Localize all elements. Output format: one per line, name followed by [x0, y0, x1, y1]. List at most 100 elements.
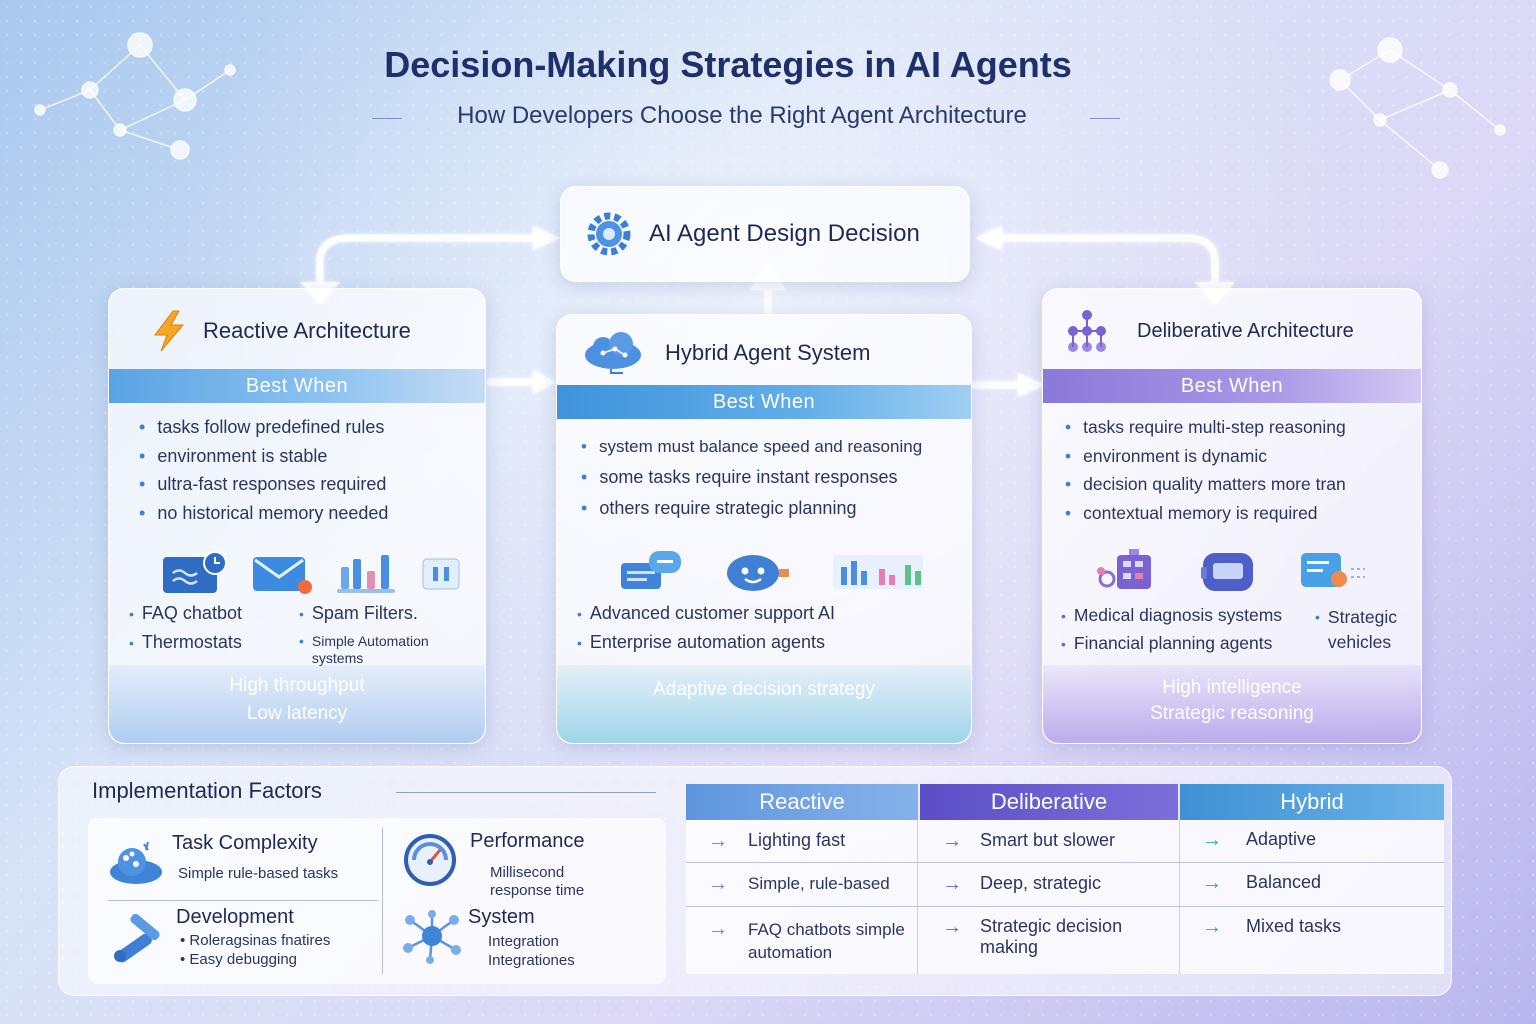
reactive-footer-2: Low latency	[246, 703, 348, 724]
arrow-icon: →	[942, 873, 962, 895]
deliberative-icons	[1093, 549, 1369, 593]
arrow-icon: →	[1202, 916, 1222, 938]
analytics-chart-icon	[833, 555, 923, 589]
comparison-table: Reactive Deliberative Hybrid → Lighting …	[686, 784, 1444, 974]
reactive-footer-1: High throughput	[229, 675, 365, 696]
reactive-bullets: tasks follow predefined rules environmen…	[139, 413, 388, 527]
automation-icon	[422, 558, 460, 590]
row-divider	[686, 862, 1444, 863]
factor-performance-title: Performance	[470, 830, 585, 852]
reactive-footer-band	[109, 665, 485, 743]
deliberative-footer-2: Strategic reasoning	[1150, 703, 1314, 724]
hybrid-example-support: •Advanced customer support AI	[577, 603, 836, 623]
task-complexity-icon	[110, 841, 162, 884]
hybrid-example-enterprise: •Enterprise automation agents	[577, 632, 826, 652]
system-integration-icon	[403, 910, 461, 964]
connector-arrows	[300, 226, 1235, 397]
deliberative-bullets: tasks require multi-step reasoning envir…	[1065, 413, 1346, 527]
hybrid-footer-band	[557, 665, 971, 743]
deliberative-example-vehicles: •Strategic vehicles	[1315, 607, 1397, 652]
page-subtitle: How Developers Choose the Right Agent Ar…	[457, 102, 1027, 129]
factor-system-text-2: Integrationes	[488, 952, 575, 969]
comparison-col-reactive	[686, 820, 918, 974]
hybrid-title: Hybrid Agent System	[665, 340, 871, 365]
deliberative-footer-band	[1043, 665, 1421, 743]
reactive-title: Reactive Architecture	[203, 318, 411, 343]
subtitle-rule-left	[372, 118, 402, 119]
reactive-best-when: Best When	[109, 369, 485, 403]
factor-development-title: Development	[176, 906, 294, 928]
arrow-icon: →	[1202, 829, 1222, 851]
list-item: system must balance speed and reasoning	[581, 431, 922, 462]
financial-chat-icon	[1301, 553, 1365, 587]
comparison-header-deliberative: Deliberative	[920, 784, 1178, 820]
factor-performance-text-2: response time	[490, 882, 585, 899]
arrow-icon: →	[708, 873, 728, 895]
development-tools-icon	[114, 913, 160, 963]
hybrid-best-when: Best When	[557, 385, 971, 419]
deliberative-example-financial: •Financial planning agents	[1061, 633, 1273, 653]
cell-reactive-use: FAQ chatbots simple automation	[748, 920, 905, 962]
cell-deliberative-speed: Smart but slower	[980, 830, 1116, 850]
support-chat-icon	[621, 551, 681, 589]
factor-divider	[382, 828, 383, 974]
factor-performance-text-1: Millisecond	[490, 864, 565, 881]
list-item: tasks follow predefined rules	[139, 413, 388, 442]
list-item: decision quality matters more tran	[1065, 470, 1346, 499]
vehicle-icon	[1201, 553, 1253, 591]
factor-development-text-1: • Roleragsinas fnatires	[180, 932, 331, 949]
reactive-card: Reactive Architecture Best When tasks fo…	[108, 288, 486, 744]
arrow-icon: →	[708, 830, 728, 852]
cell-reactive-style: Simple, rule-based	[748, 874, 890, 893]
chat-window-icon	[163, 551, 227, 593]
arrow-icon: →	[942, 830, 962, 852]
thermostat-icon	[337, 555, 395, 593]
implementation-factors: Task Complexity Simple rule-based tasks …	[88, 818, 666, 984]
list-item: ultra-fast responses required	[139, 470, 388, 499]
arrow-icon: →	[708, 918, 728, 940]
hierarchy-icon	[1068, 310, 1106, 352]
arrow-icon: →	[1202, 872, 1222, 894]
cell-hybrid-speed: Adaptive	[1246, 829, 1317, 849]
arrow-icon: →	[942, 916, 962, 938]
robot-face-icon	[727, 555, 789, 591]
deliberative-best-when: Best When	[1043, 369, 1421, 403]
cell-reactive-speed: Lighting fast	[748, 830, 846, 850]
decision-card: AI Agent Design Decision	[560, 186, 970, 282]
deliberative-card: Deliberative Architecture Best When task…	[1042, 288, 1422, 744]
list-item: tasks require multi-step reasoning	[1065, 413, 1346, 442]
cloud-network-icon	[585, 332, 641, 374]
subtitle-rule-right	[1090, 118, 1120, 119]
lightning-icon	[154, 310, 185, 352]
hybrid-bullets: system must balance speed and reasoning …	[581, 431, 922, 524]
list-item: others require strategic planning	[581, 493, 922, 524]
medical-icon	[1097, 549, 1151, 589]
list-item: some tasks require instant responses	[581, 462, 922, 493]
list-item: no historical memory needed	[139, 499, 388, 528]
factor-divider	[108, 900, 378, 901]
network-decoration-right	[1329, 37, 1506, 179]
network-decoration-left	[34, 32, 236, 160]
deliberative-title: Deliberative Architecture	[1137, 319, 1354, 342]
reactive-example-automation: •Simple Automation systems	[299, 633, 429, 666]
comparison-col-hybrid	[1180, 820, 1444, 974]
cell-hybrid-style: Balanced	[1246, 872, 1322, 892]
hybrid-footer: Adaptive decision strategy	[653, 679, 875, 700]
list-item: environment is dynamic	[1065, 442, 1346, 471]
hybrid-card: Hybrid Agent System Best When system mus…	[556, 314, 972, 744]
list-item: contextual memory is required	[1065, 499, 1346, 528]
implementation-rule	[396, 792, 656, 793]
reactive-example-spam: •Spam Filters.	[299, 603, 418, 623]
performance-gauge-icon	[404, 834, 456, 886]
implementation-title: Implementation Factors	[92, 778, 322, 803]
factor-development-text-2: • Easy debugging	[180, 951, 298, 968]
reactive-example-faq: •FAQ chatbot	[129, 603, 242, 623]
comparison-header-hybrid: Hybrid	[1180, 784, 1444, 820]
factor-system-title: System	[468, 906, 535, 928]
deliberative-example-medical: •Medical diagnosis systems	[1061, 605, 1283, 625]
hybrid-icons	[619, 549, 927, 593]
reactive-icons	[161, 551, 463, 595]
deliberative-footer-1: High intelligence	[1162, 677, 1302, 698]
cell-deliberative-use: Strategic decision making	[980, 916, 1123, 957]
cell-deliberative-style: Deep, strategic	[980, 873, 1102, 893]
